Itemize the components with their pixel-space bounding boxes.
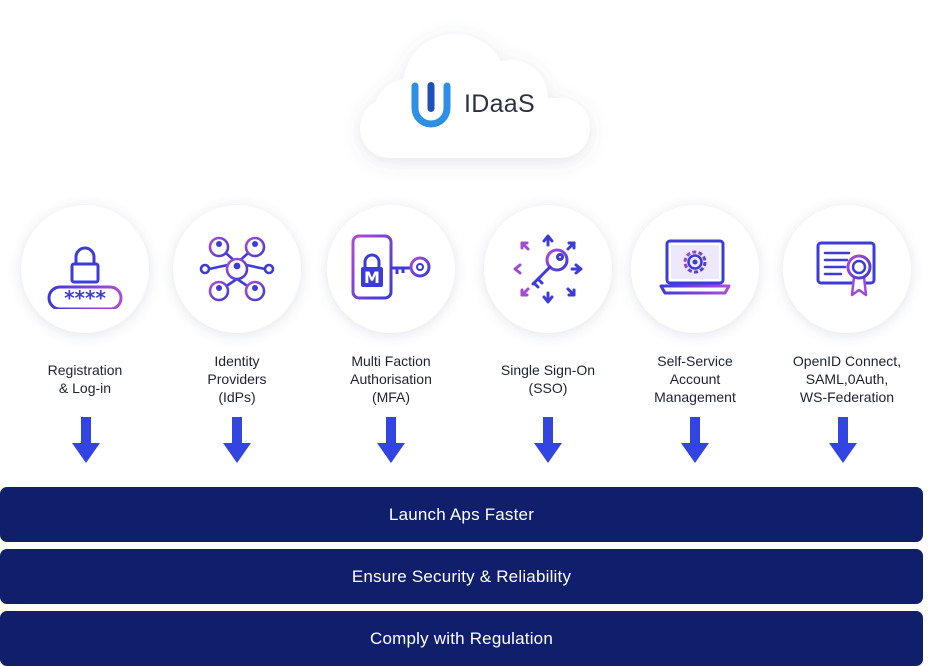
down-arrow-icon — [681, 417, 709, 463]
outcome-label: Comply with Regulation — [370, 628, 553, 648]
feature-label: Self-Service Account Management — [654, 353, 736, 405]
feature-circle — [783, 205, 911, 333]
down-arrow-icon — [377, 417, 405, 463]
feature-label: Single Sign-On (SSO) — [500, 362, 596, 396]
feature-circle — [484, 205, 612, 333]
feature-sso: Single Sign-On (SSO) — [463, 205, 633, 411]
idaas-logo-icon — [411, 82, 451, 128]
brand-name: IDaaS — [464, 89, 535, 118]
svg-text:****: **** — [64, 286, 106, 309]
down-arrow-icon — [223, 417, 251, 463]
certificate-icon — [816, 241, 876, 297]
feature-registration: **** Registration & Log-in — [0, 205, 170, 411]
feature-circle: M — [327, 205, 455, 333]
laptop-gear-icon — [659, 239, 731, 295]
outcome-label: Launch Aps Faster — [388, 504, 535, 524]
down-arrow-icon — [534, 417, 562, 463]
mfa-key-icon: M — [351, 234, 431, 300]
outcome-label: Ensure Security & Reliability — [351, 566, 572, 586]
lock-password-icon: **** — [47, 246, 123, 309]
feature-circle — [631, 205, 759, 333]
feature-identity-providers: Identity Providers (IdPs) — [152, 205, 322, 411]
feature-label: Registration & Log-in — [47, 362, 123, 396]
outcome-bar-regulation: Comply with Regulation — [0, 611, 923, 666]
outcome-bar-launch: Launch Aps Faster — [0, 487, 923, 542]
outcome-bar-security: Ensure Security & Reliability — [0, 549, 923, 604]
sso-key-icon — [513, 234, 583, 304]
feature-mfa: M Multi Faction Authorisation (MFA) — [306, 205, 476, 411]
feature-circle: **** — [21, 205, 149, 333]
feature-self-service: Self-Service Account Management — [610, 205, 780, 411]
svg-text:M: M — [364, 268, 380, 287]
feature-circle — [173, 205, 301, 333]
feature-label: OpenID Connect, SAML,0Auth, WS-Federatio… — [792, 353, 902, 405]
down-arrow-icon — [72, 417, 100, 463]
feature-openid: OpenID Connect, SAML,0Auth, WS-Federatio… — [762, 205, 930, 411]
network-users-icon — [199, 236, 275, 302]
feature-label: Identity Providers (IdPs) — [207, 353, 267, 405]
feature-label: Multi Faction Authorisation (MFA) — [350, 353, 432, 405]
brand: IDaaS — [410, 80, 535, 128]
down-arrow-icon — [829, 417, 857, 463]
